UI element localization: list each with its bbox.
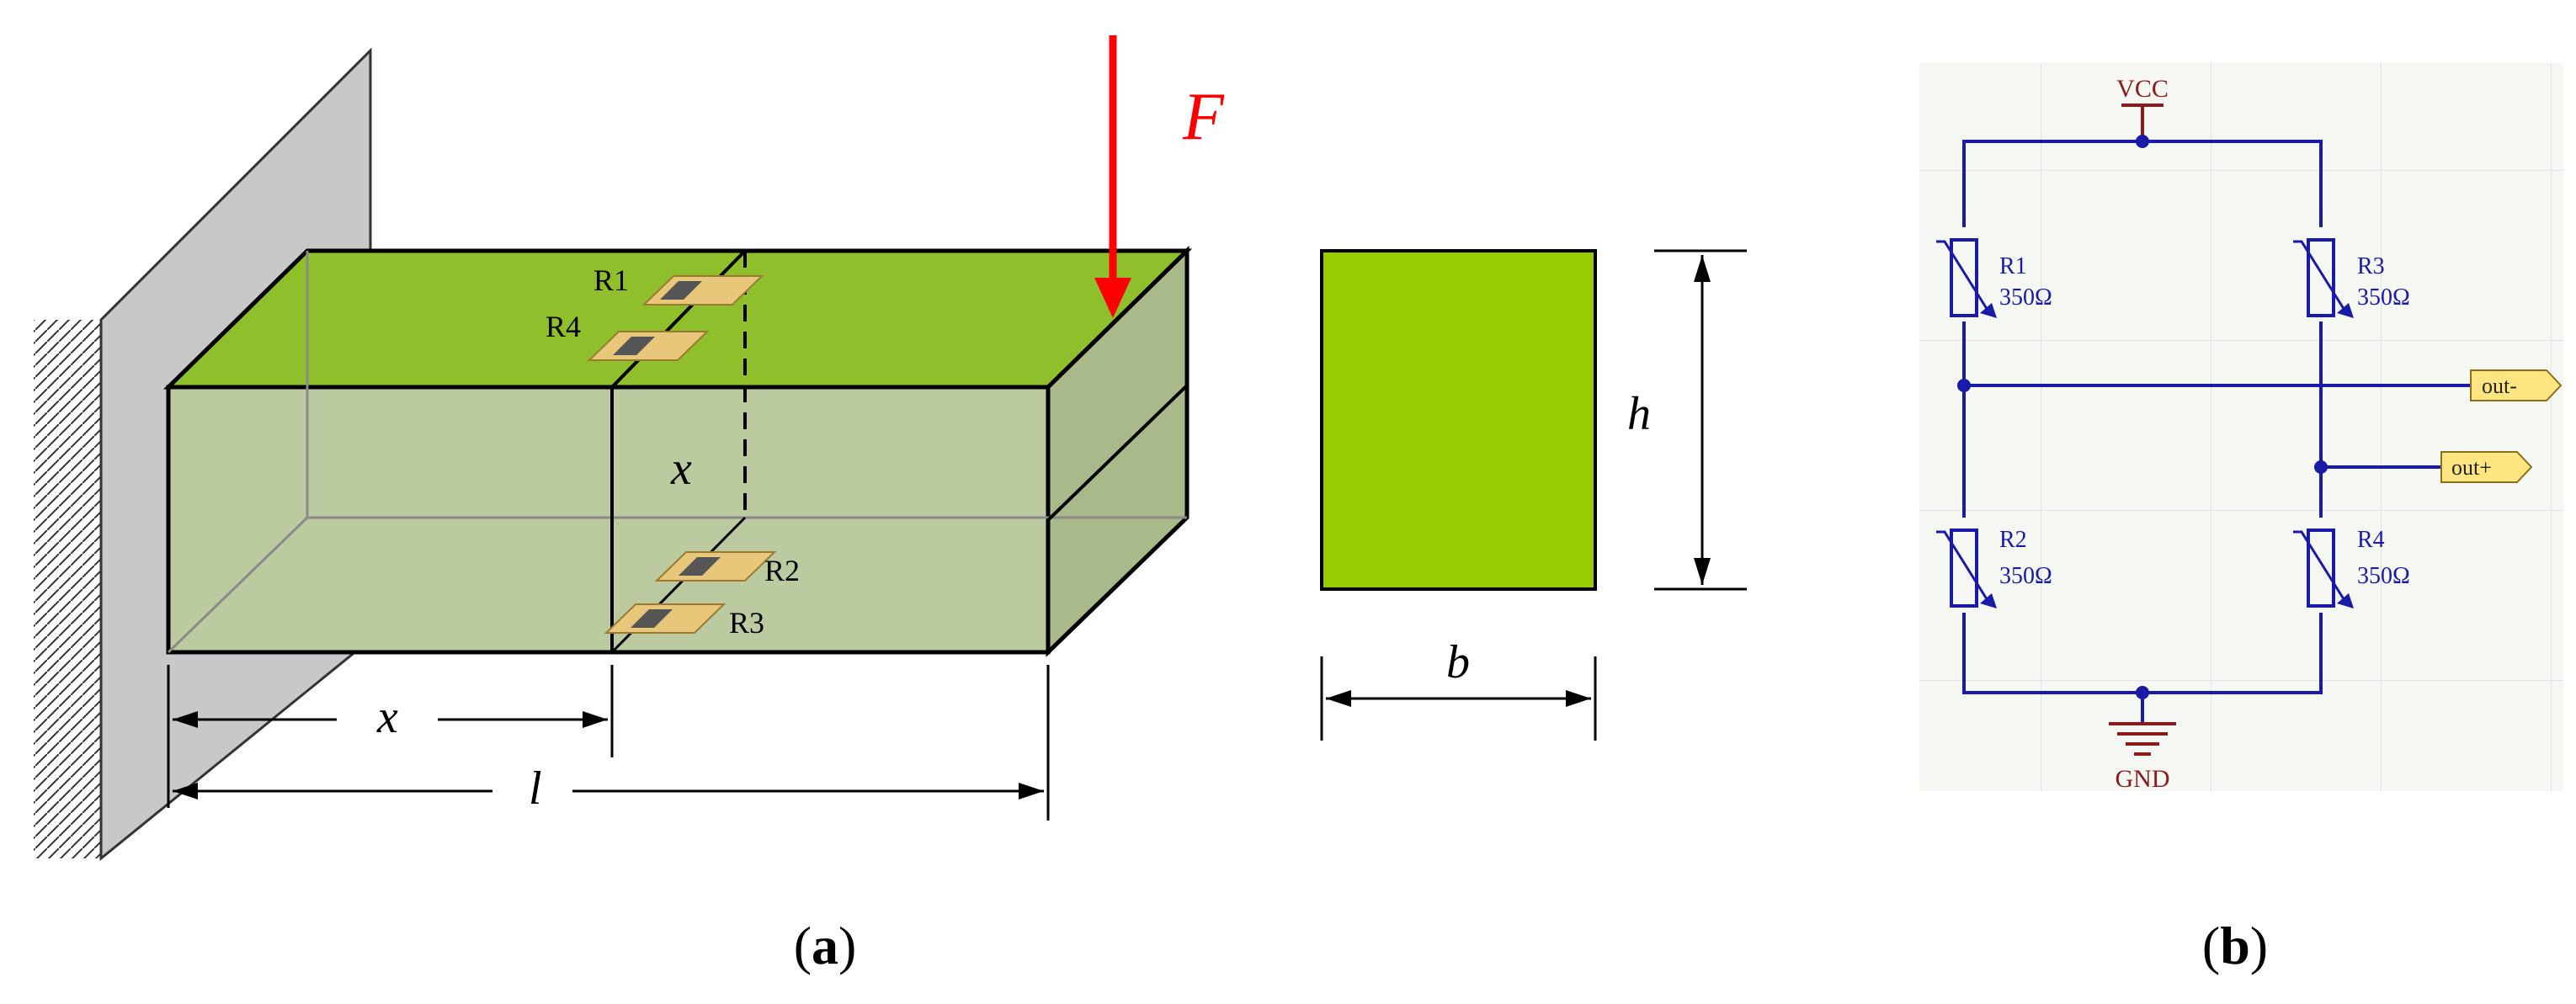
cross-section xyxy=(1320,249,1597,591)
dimension-b xyxy=(1320,656,1597,741)
resistor-r2-value: 350Ω xyxy=(1999,563,2052,589)
wall-hatch xyxy=(34,320,101,858)
panel-b: VCC xyxy=(1919,63,2563,975)
dimension-h xyxy=(1654,249,1747,591)
strain-gauge-r2 xyxy=(654,551,777,582)
gauge-label-r3: R3 xyxy=(729,606,764,640)
gauge-grid xyxy=(613,337,655,355)
gauge-label-r2: R2 xyxy=(764,554,800,587)
force-arrow xyxy=(1094,35,1131,318)
dimension-l xyxy=(173,665,1050,821)
force-label: F xyxy=(1182,80,1225,154)
resistor-r4-value: 350Ω xyxy=(2357,563,2410,589)
hidden-edge-diagonal xyxy=(167,516,309,654)
resistor-r4 xyxy=(2293,529,2354,608)
vcc-label: VCC xyxy=(2116,75,2169,103)
resistor-r1-name: R1 xyxy=(1999,253,2027,279)
gauge-grid xyxy=(631,609,673,628)
gauge-grid xyxy=(660,281,702,300)
cantilever-beam xyxy=(162,246,1193,657)
port-out-plus xyxy=(2440,451,2533,483)
dim-label-h: h xyxy=(1627,388,1651,440)
junction-dots xyxy=(1957,135,2328,699)
gauge-grid xyxy=(679,557,721,576)
dim-label-b: b xyxy=(1446,636,1470,688)
dim-label-l: l xyxy=(529,762,542,815)
port-out-minus xyxy=(2470,369,2563,401)
caption-a: (a) xyxy=(794,916,857,975)
strain-gauge-r4 xyxy=(587,331,710,361)
resistor-r1-value: 350Ω xyxy=(1999,284,2052,311)
section-line-top xyxy=(610,249,747,389)
strain-gauge-r1 xyxy=(641,275,764,305)
resistor-r3-name: R3 xyxy=(2357,253,2385,279)
schematic-grid xyxy=(1919,63,2563,791)
end-face-midline xyxy=(1046,384,1189,522)
caption-b: (b) xyxy=(2202,916,2268,975)
gnd-label: GND xyxy=(2116,765,2170,793)
strain-gauge-r3 xyxy=(604,603,726,634)
resistor-r3-value: 350Ω xyxy=(2357,284,2410,311)
panel-a: R1 R4 R2 R3 x F x l xyxy=(34,35,1747,975)
port-out-plus-label: out+ xyxy=(2451,455,2492,480)
resistor-r3 xyxy=(2293,238,2354,318)
port-out-minus-label: out- xyxy=(2482,374,2517,398)
resistor-r1 xyxy=(1936,238,1997,318)
section-marker: x xyxy=(670,443,692,495)
gauge-label-r4: R4 xyxy=(546,310,581,343)
dim-label-x: x xyxy=(376,691,398,743)
resistor-r2-name: R2 xyxy=(1999,527,2027,553)
resistor-r2 xyxy=(1936,529,1997,608)
dimension-x xyxy=(167,665,614,808)
beam-front-face xyxy=(166,385,1051,655)
resistor-r4-name: R4 xyxy=(2357,527,2385,553)
gauge-label-r1: R1 xyxy=(593,263,629,297)
gnd-symbol xyxy=(2109,722,2176,756)
